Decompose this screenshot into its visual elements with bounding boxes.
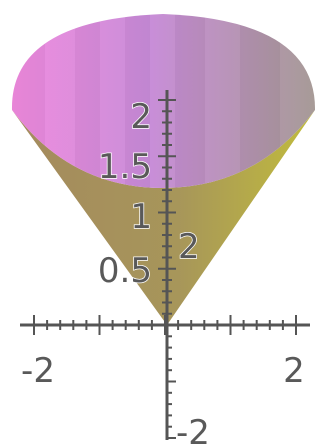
interior-facet <box>205 10 240 190</box>
x-tick-label-pos: 2 <box>283 351 305 391</box>
axis-ticks <box>33 99 297 439</box>
tick-labels: 2 1.5 1 0.5 2 -2 2 -2 <box>20 96 305 448</box>
cone-exterior-surface <box>12 110 315 325</box>
y-tick-label-neg: -2 <box>176 413 210 448</box>
z-tick-label-1: 1 <box>130 197 152 237</box>
z-tick-label-0.5: 0.5 <box>98 251 152 291</box>
z-tick-label-1.5: 1.5 <box>98 147 152 187</box>
interior-facet <box>280 10 315 190</box>
interior-facet <box>175 10 205 190</box>
z-tick-label-2: 2 <box>130 97 152 137</box>
interior-facet <box>12 10 45 190</box>
interior-facet <box>75 10 100 190</box>
y-tick-label-pos: 2 <box>178 227 200 267</box>
x-tick-label-neg: -2 <box>21 351 55 391</box>
axes <box>20 90 310 440</box>
